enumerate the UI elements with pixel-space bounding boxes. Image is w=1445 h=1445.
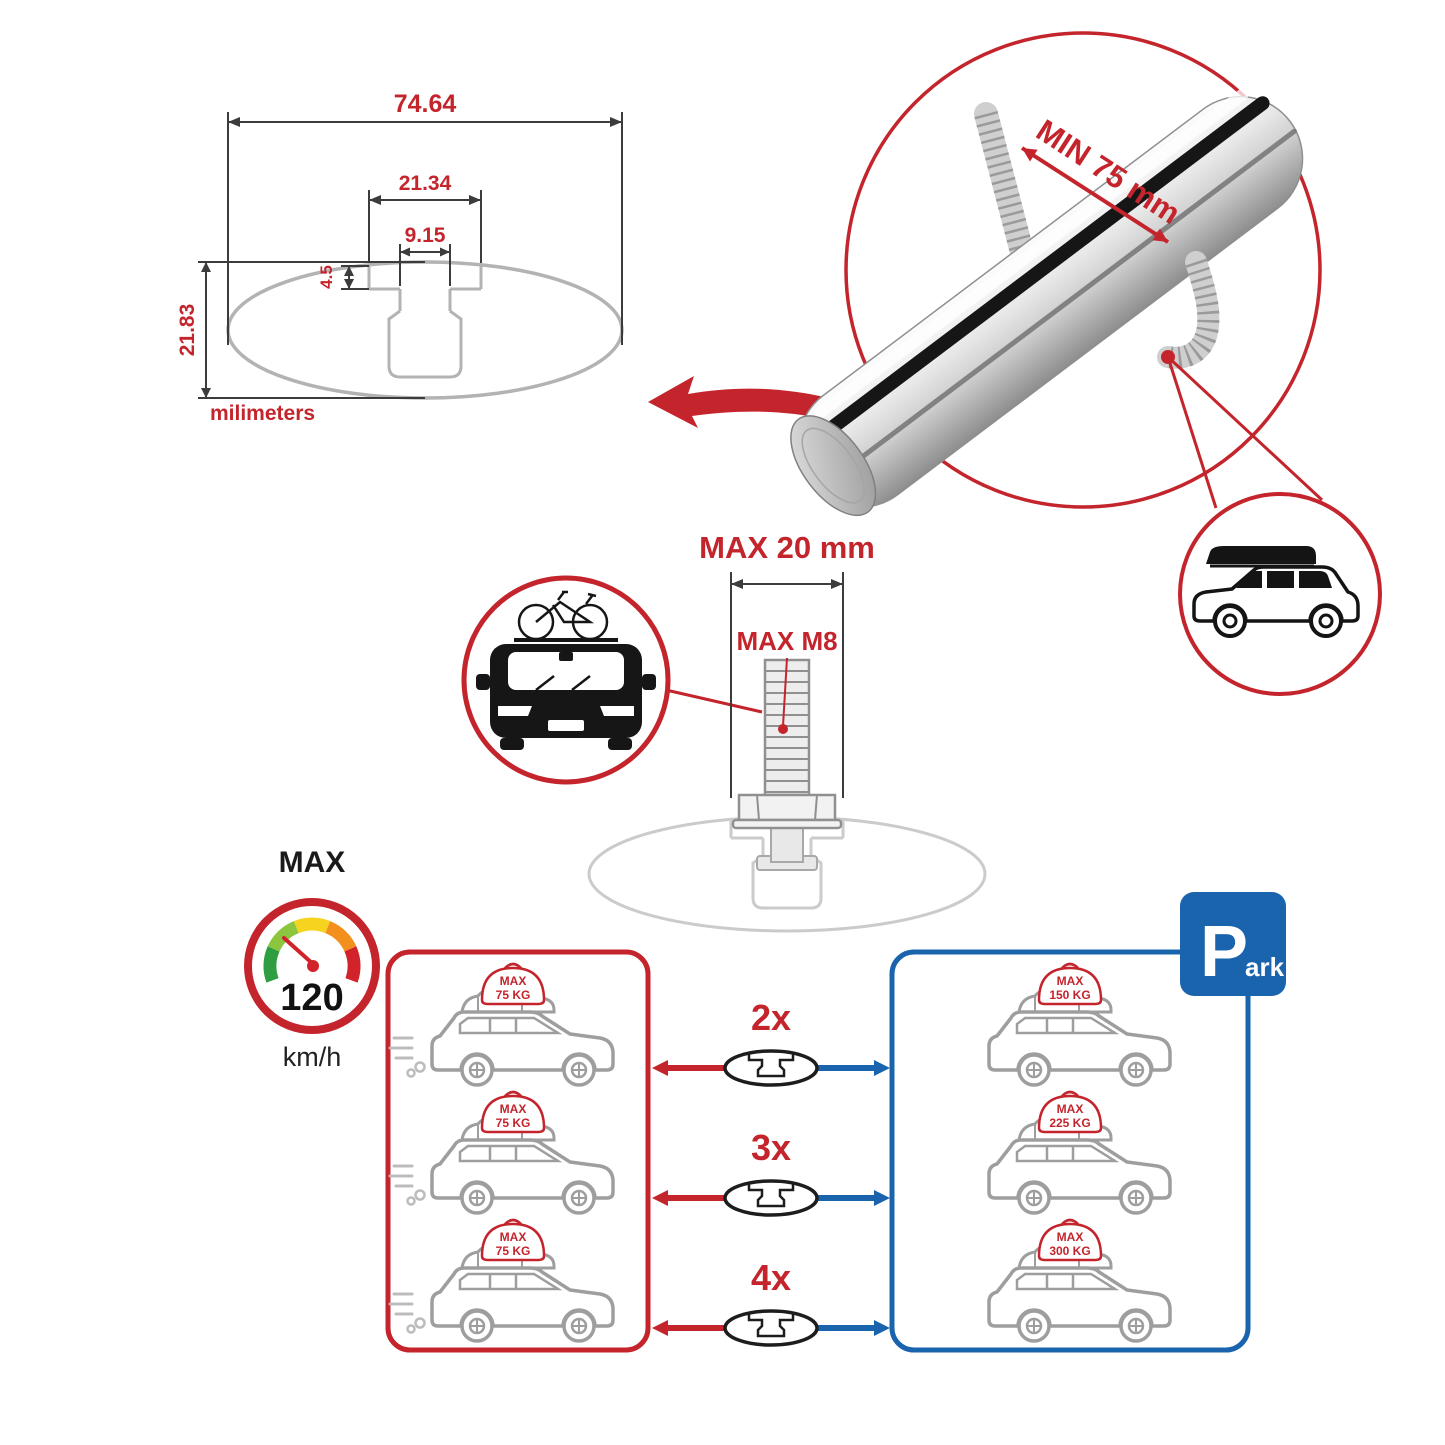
driving-car-1-load: 75 KG	[496, 988, 531, 1002]
rubber-strip	[822, 96, 1270, 437]
unit-label: milimeters	[210, 402, 315, 425]
t-slot-profile	[367, 266, 483, 379]
driving-car-3-max: MAX	[500, 1230, 527, 1244]
crossbar-xsec-icon	[723, 1309, 819, 1347]
driving-panel: MAX 75 KG MAX 75 KG MAX 75 KG	[385, 949, 651, 1353]
multiplier-3x: 3x	[751, 1127, 791, 1168]
parking-car-3-load: 300 KG	[1049, 1244, 1090, 1258]
car-front-illustration	[476, 590, 656, 750]
park-suffix: ark	[1245, 952, 1285, 982]
parking-car-2-load: 225 KG	[1049, 1116, 1090, 1130]
thread-leader-line	[782, 657, 788, 727]
multiplier-4x: 4x	[751, 1257, 791, 1298]
headlight-left	[498, 706, 532, 716]
multiplier-2x: 2x	[751, 997, 791, 1038]
aluminium-bar	[790, 88, 1304, 517]
crossbar-xsec-icon	[723, 1049, 819, 1087]
park-sign: P ark	[1180, 892, 1286, 996]
arrow-row-2	[652, 1179, 890, 1217]
dim-upper-width	[368, 190, 482, 263]
roof-box	[1206, 546, 1316, 564]
license-plate	[548, 720, 584, 731]
gauge-pivot	[307, 960, 319, 972]
bar-end-cap	[790, 415, 877, 517]
arrow-row-1	[652, 1049, 890, 1087]
parking-car-3-max: MAX	[1057, 1230, 1084, 1244]
speed-unit: km/h	[283, 1042, 342, 1072]
suv-roofbox-circle	[1178, 492, 1382, 696]
callout-line-right	[1166, 355, 1324, 502]
arrow-row-3	[652, 1309, 890, 1347]
speed-value: 120	[280, 977, 343, 1019]
crossbar-xsec-icon	[723, 1179, 819, 1217]
windshield	[508, 652, 624, 690]
park-sign-tile	[1180, 892, 1286, 996]
dim-lip-depth-label: 4.5	[317, 265, 336, 289]
headlight-right	[600, 706, 634, 716]
car-front-circle	[461, 575, 671, 785]
hex-nut	[737, 793, 837, 822]
cross-section-diagram: 74.64 21.34 9.15 4.5	[176, 90, 624, 425]
max-clamp-measure	[730, 572, 844, 798]
dim-height-label: 21.83	[176, 304, 199, 357]
parking-car-2-max: MAX	[1057, 1102, 1084, 1116]
dim-height	[198, 261, 425, 399]
driving-car-1-max: MAX	[500, 974, 527, 988]
dim-lip-depth	[341, 265, 369, 290]
speed-limit-gauge: MAX 120 km/h	[244, 846, 380, 1072]
dim-slot-width	[399, 244, 451, 286]
speed-max-label: MAX	[279, 846, 346, 879]
bar-closeup: MIN 75 mm	[648, 31, 1324, 517]
gauge-needle	[282, 936, 315, 966]
parking-car-1-load: 150 KG	[1049, 988, 1090, 1002]
driving-car-3-load: 75 KG	[496, 1244, 531, 1258]
clamp-hook-rear	[974, 102, 1034, 264]
driving-car-2-load: 75 KG	[496, 1116, 531, 1130]
min-spacing-measure	[1020, 146, 1170, 244]
max-clamp-label: MAX 20 mm	[699, 530, 875, 565]
crossbar-count-arrows: 2x 3x 4x	[652, 997, 890, 1347]
driving-car-2-max: MAX	[500, 1102, 527, 1116]
callout-line-left	[1166, 356, 1218, 509]
bolt-callout-line	[665, 688, 763, 714]
suv-roofbox-illustration	[1192, 546, 1360, 638]
thread-leader-dot	[778, 724, 788, 734]
gauge-arc	[263, 917, 361, 983]
dim-total-width	[227, 112, 623, 345]
bolt-diagram: MAX 20 mm MAX M8	[587, 530, 987, 933]
dim-upper-width-label: 21.34	[399, 172, 452, 195]
max-thread-label: MAX M8	[736, 626, 837, 656]
pointer-arrow	[648, 376, 948, 462]
dim-slot-width-label: 9.15	[405, 224, 446, 247]
wipers	[535, 675, 591, 691]
flange	[731, 818, 843, 830]
parking-panel: MAX 150 KG MAX 225 KG MAX 300 KG P ark	[889, 892, 1286, 1353]
park-letter: P	[1200, 912, 1248, 992]
parking-car-1-max: MAX	[1057, 974, 1084, 988]
dim-total-width-label: 74.64	[394, 90, 457, 118]
